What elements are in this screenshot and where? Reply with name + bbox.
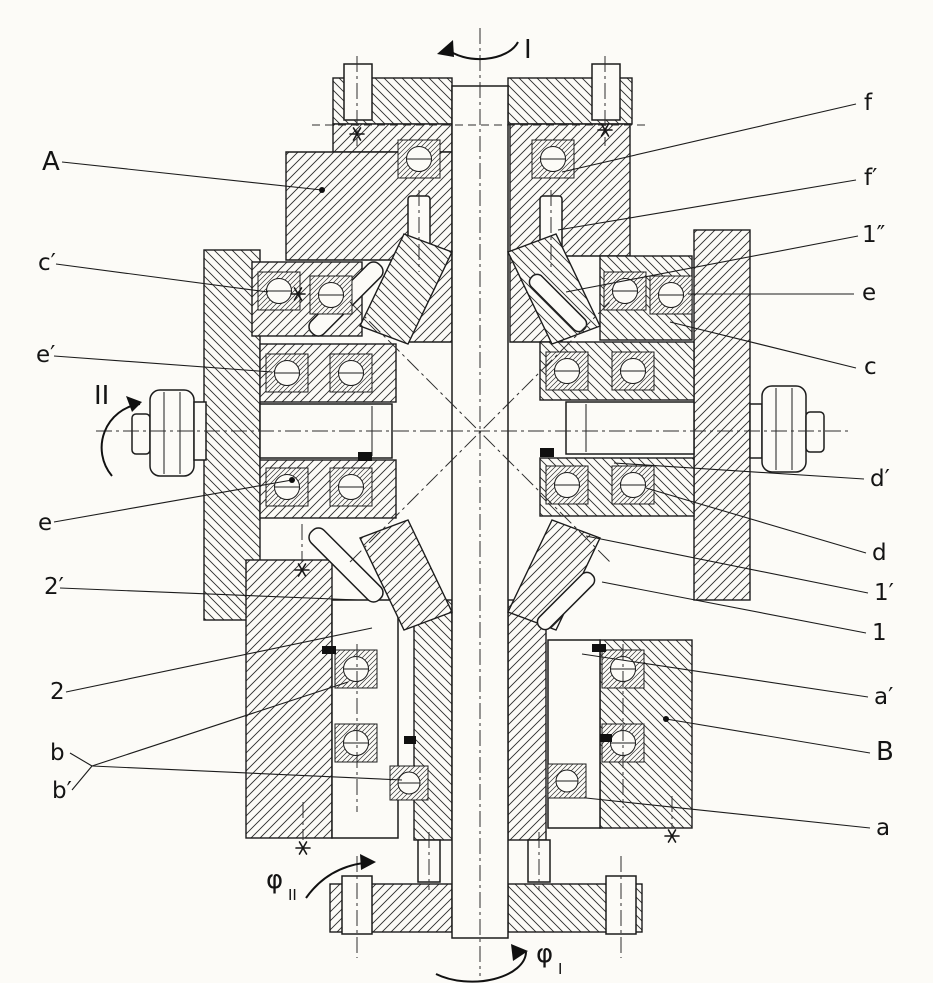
gear-upper-left	[359, 233, 453, 345]
pin-lower-right	[536, 571, 596, 631]
label-a: a	[876, 815, 890, 841]
centerlines	[96, 28, 848, 976]
label-2-prime: 2′	[44, 574, 64, 600]
arrowhead-phi-I	[511, 944, 528, 961]
bearing-e-2	[329, 467, 373, 507]
label-1-prime: 1′	[874, 580, 894, 606]
label-d: d	[872, 540, 887, 566]
planet-axis-se	[349, 301, 611, 563]
bearing-a-small	[547, 763, 587, 799]
label-A: A	[42, 147, 60, 177]
label-phi-I-sub: I	[558, 960, 562, 978]
label-phi-II-sub: II	[288, 886, 297, 904]
pin-lower-left	[308, 527, 384, 603]
label-a-prime: a′	[874, 684, 893, 710]
lower-left-sleeve	[331, 599, 399, 839]
arrowhead-phi-II	[360, 854, 376, 870]
outer-plate-right	[693, 229, 751, 601]
bearing-c-prime-2	[309, 275, 353, 315]
bearing-e-prime-2	[329, 353, 373, 393]
rotation-arrows	[100, 40, 528, 983]
lower-wall-right	[507, 599, 547, 841]
hex-nut-left	[131, 389, 207, 477]
label-f: f	[864, 90, 873, 116]
label-b: b	[50, 740, 65, 766]
lower-housing-left	[245, 559, 333, 839]
bearing-b-1	[334, 649, 378, 689]
arrowhead-II	[126, 396, 142, 412]
top-bolt-right	[591, 63, 621, 121]
lower-right-sleeve	[547, 639, 601, 829]
star-icon	[295, 841, 311, 855]
label-1-double-prime: 1″	[862, 222, 886, 248]
label-e-right: e	[862, 280, 876, 306]
gear-2	[359, 519, 453, 631]
top-bolt-left	[343, 63, 373, 121]
bearing-d-2	[611, 465, 655, 505]
bearing-b-2	[334, 723, 378, 763]
rotation-arc-phi-I	[435, 951, 527, 983]
vertical-shaft-I	[451, 85, 509, 939]
label-1: 1	[872, 620, 887, 646]
rotation-arc-I	[445, 41, 519, 61]
leader-lines	[53, 103, 871, 829]
bearing-d-1	[545, 465, 589, 505]
pin-upper-right	[528, 273, 588, 333]
label-2: 2	[50, 679, 65, 705]
bearing-d-prime-2	[611, 351, 655, 391]
bearing-f-left	[397, 139, 441, 179]
hex-nut-right	[749, 385, 825, 473]
label-f-prime: f′	[864, 165, 877, 191]
label-B: B	[876, 737, 894, 767]
label-axis-I: I	[524, 35, 532, 65]
arrowhead-I	[437, 40, 454, 57]
bearing-b-prime-small	[389, 765, 429, 801]
label-e-left: e	[38, 510, 52, 536]
label-e-prime: e′	[36, 342, 55, 368]
bearing-e-prime-1	[265, 353, 309, 393]
bearing-f-right	[531, 139, 575, 179]
outer-plate-left	[203, 249, 261, 621]
star-icon	[664, 829, 680, 843]
seal-marks	[322, 448, 612, 744]
rotation-arc-II	[100, 403, 141, 477]
horizontal-shaft-right	[565, 401, 695, 455]
lower-wall-left	[413, 599, 453, 841]
bearing-d-prime-1	[545, 351, 589, 391]
label-phi-I-symbol: φ	[536, 939, 553, 969]
label-d-prime: d′	[870, 466, 890, 492]
bearing-c-2	[649, 275, 693, 315]
label-c: c	[864, 354, 877, 380]
part-labels: I A c′ e′ II e 2′ 2 b b′ f f′ 1″ e c d′ …	[36, 35, 894, 978]
bearing-e-1	[265, 467, 309, 507]
label-phi-II-symbol: φ	[266, 865, 283, 895]
label-b-prime: b′	[52, 778, 72, 804]
label-axis-II: II	[94, 381, 109, 411]
label-c-prime: c′	[38, 250, 56, 276]
